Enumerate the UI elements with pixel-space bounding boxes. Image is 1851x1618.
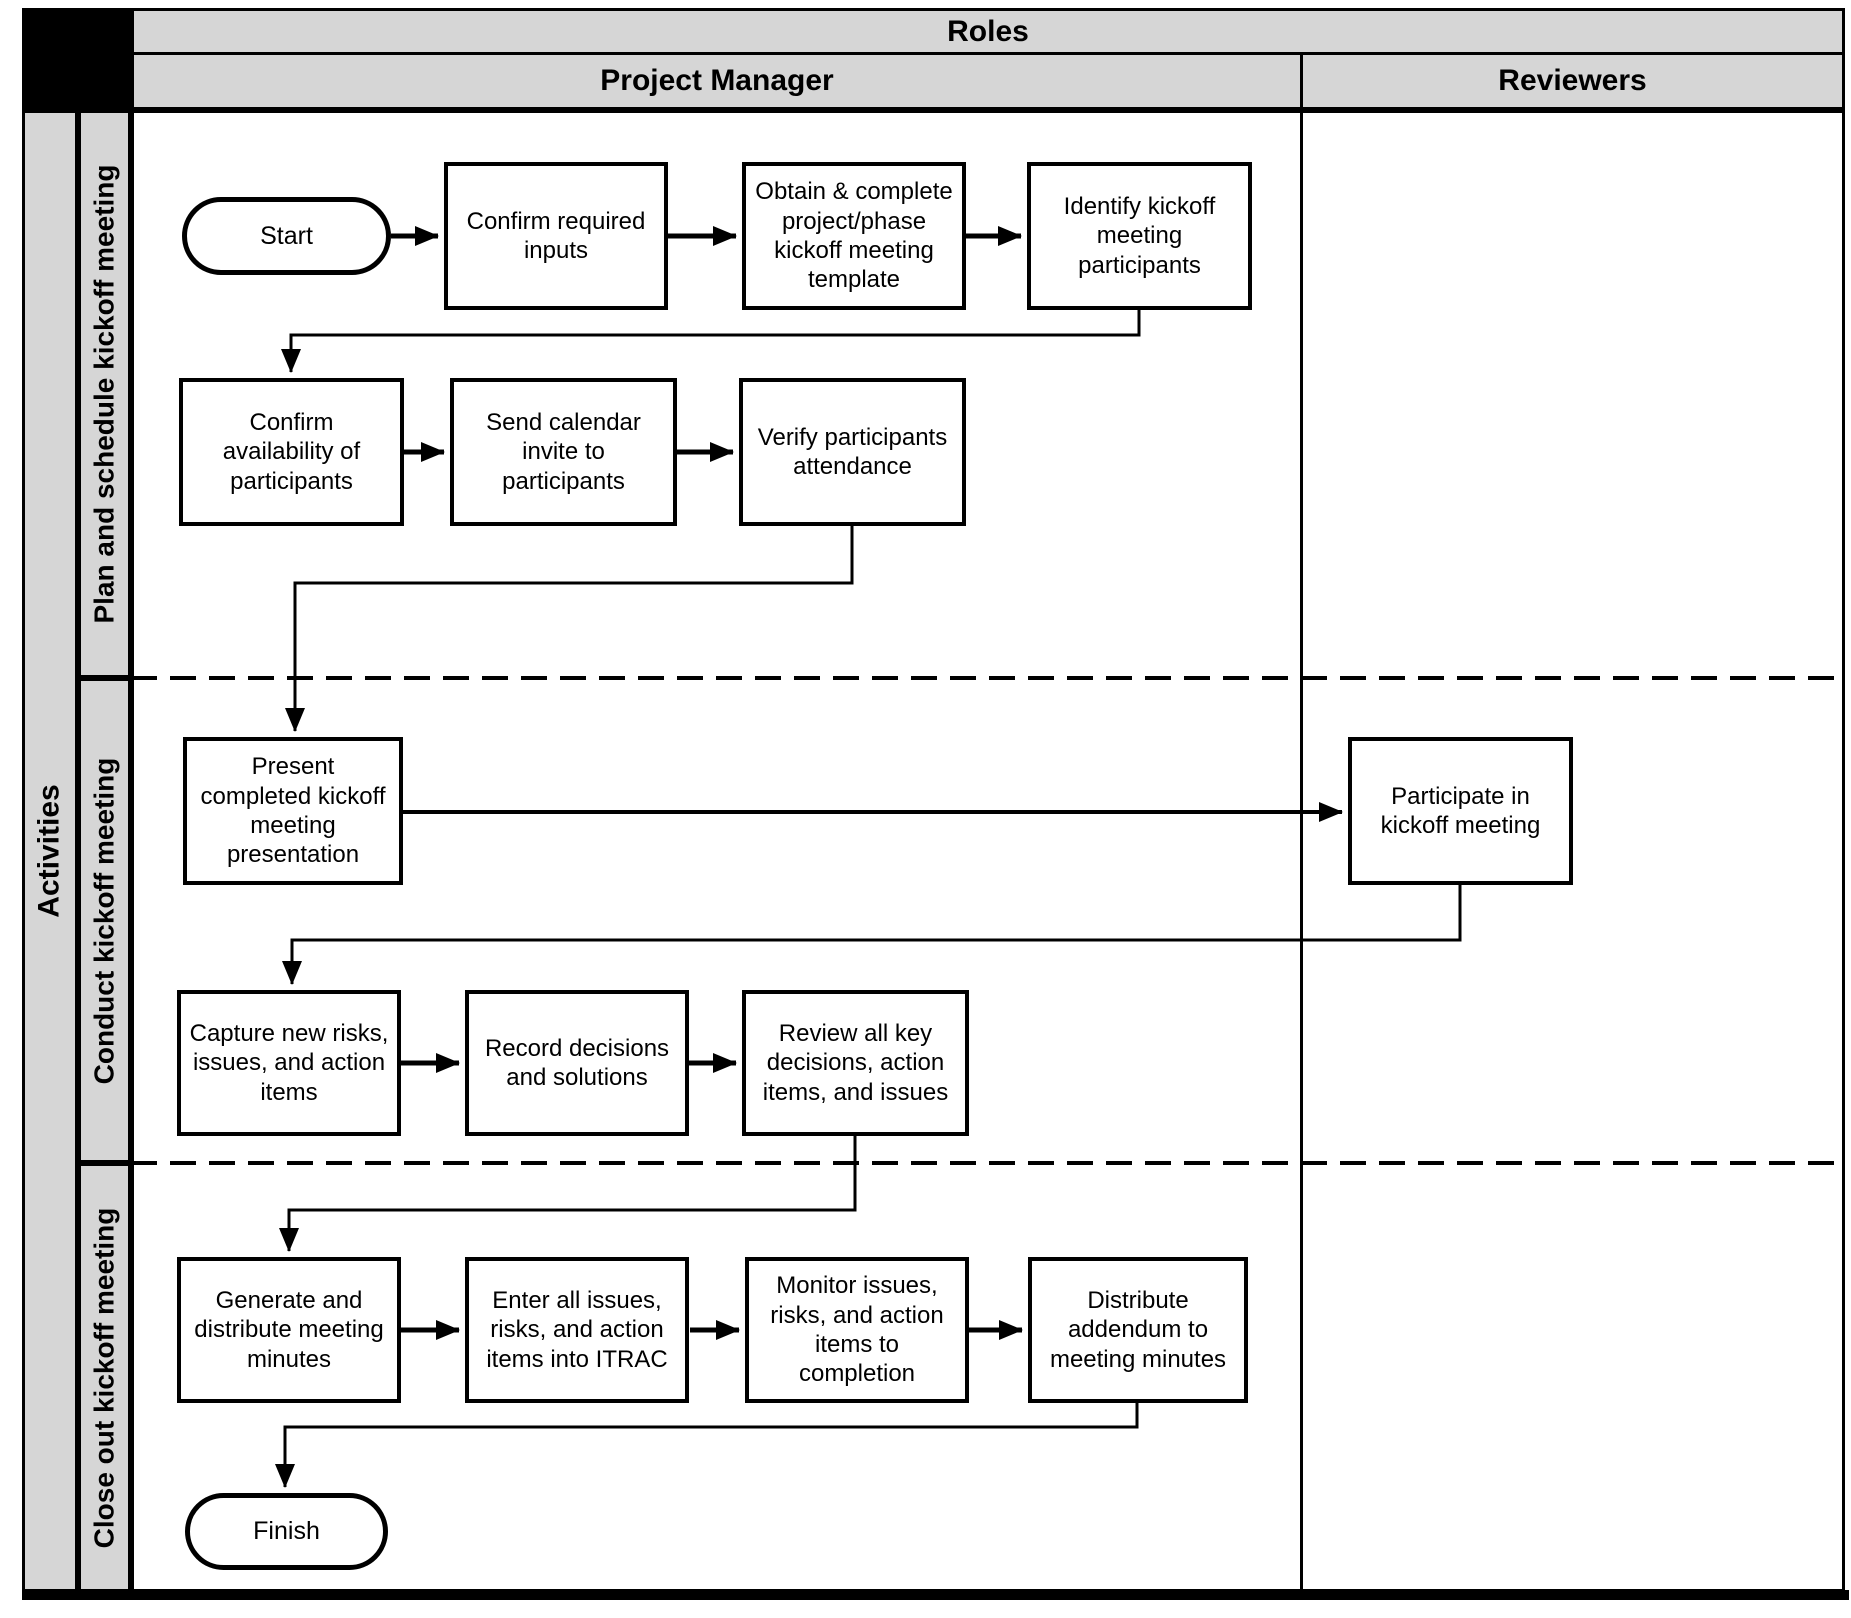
project-manager-lane-header: Project Manager [131,52,1303,110]
roles-header-label: Roles [947,14,1029,48]
lane-divider [1300,110,1303,1592]
node-enter-itrac: Enter all issues, risks, and action item… [465,1257,689,1403]
flow-arrows [391,226,1023,1340]
node-review-decisions: Review all key decisions, action items, … [742,990,969,1136]
reviewers-lane-header: Reviewers [1300,52,1845,110]
node-distribute-addendum: Distribute addendum to meeting minutes [1028,1257,1248,1403]
finish-label: Finish [253,1517,320,1545]
node-present-presentation: Present completed kickoff meeting presen… [183,737,403,885]
bottom-border [22,1590,1849,1600]
roles-header: Roles [131,8,1845,55]
phase-label-close-out: Close out kickoff meeting [78,1163,131,1592]
node-send-calendar-invite: Send calendar invite to participants [450,378,677,526]
node-participate-kickoff: Participate in kickoff meeting [1348,737,1573,885]
reviewers-label: Reviewers [1498,64,1647,97]
node-record-decisions: Record decisions and solutions [465,990,689,1136]
elbow-connectors [275,310,1462,1488]
phase-label-plan-schedule: Plan and schedule kickoff meeting [78,110,131,678]
header-corner-block [22,8,131,110]
phase-label-conduct: Conduct kickoff meeting [78,678,131,1163]
node-confirm-availability: Confirm availability of participants [179,378,404,526]
node-capture-risks: Capture new risks, issues, and action it… [177,990,401,1136]
node-identify-participants: Identify kickoff meeting participants [1027,162,1252,310]
start-label: Start [260,221,313,250]
node-confirm-required-inputs: Confirm required inputs [444,162,668,310]
finish-terminator: Finish [185,1493,388,1570]
node-verify-attendance: Verify participants attendance [739,378,966,526]
node-obtain-complete-template: Obtain & complete project/phase kickoff … [742,162,966,310]
node-monitor-items: Monitor issues, risks, and action items … [745,1257,969,1403]
node-generate-minutes: Generate and distribute meeting minutes [177,1257,401,1403]
activities-column: Activities [22,110,78,1592]
start-terminator: Start [182,197,391,275]
project-manager-label: Project Manager [600,64,834,97]
